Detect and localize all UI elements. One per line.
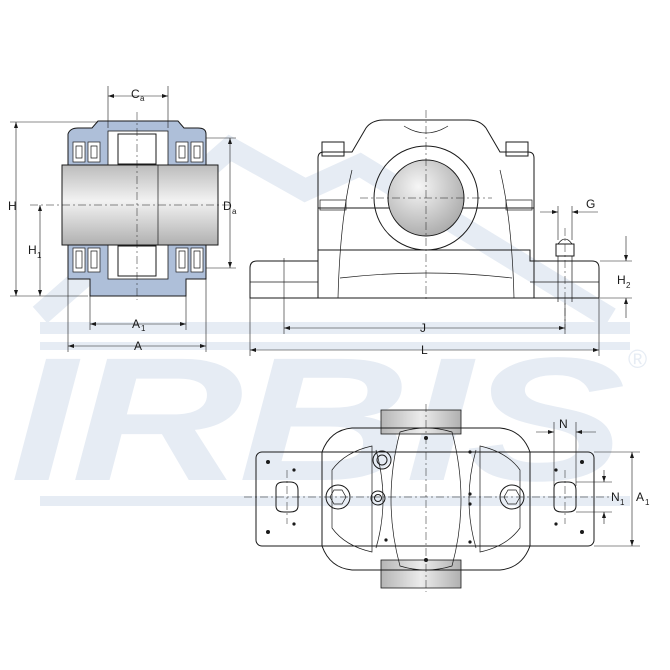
label-N: N — [559, 417, 568, 431]
label-A1-top-sub: 1 — [645, 498, 650, 507]
side-upper-seals — [72, 141, 204, 163]
label-A-side: A — [134, 339, 142, 353]
label-A1-side: A — [132, 317, 140, 331]
registered-mark: ® — [628, 344, 647, 374]
dim-Ca: C a — [107, 86, 169, 128]
watermark-bar-3 — [40, 496, 630, 506]
watermark-brand-text: IRBIS — [10, 322, 624, 518]
dim-A-side: A — [67, 279, 207, 353]
label-H1-sub: 1 — [37, 251, 42, 260]
front-base — [249, 249, 600, 299]
dim-A1-side: A 1 — [89, 296, 187, 333]
top-rib-right — [468, 449, 477, 549]
top-slot-left — [275, 481, 299, 513]
label-Ca: C — [131, 87, 140, 101]
label-Da: D — [223, 199, 232, 213]
top-center-dome — [390, 427, 462, 571]
front-nut-left — [319, 199, 347, 211]
label-H2-sub: 2 — [626, 281, 631, 290]
front-rib-right — [499, 169, 515, 299]
label-H1: H — [28, 243, 37, 257]
dim-A1-top: A 1 — [594, 451, 650, 547]
front-bolt-right — [505, 141, 529, 157]
label-A1-top: A — [636, 490, 644, 504]
top-slot-right — [553, 481, 577, 513]
dim-Da: D a — [206, 137, 237, 269]
top-shaft-lower — [380, 559, 462, 589]
top-cap-right — [479, 445, 521, 553]
top-housing — [321, 427, 531, 571]
top-rib-left — [375, 449, 384, 549]
front-bolt-left — [321, 141, 345, 157]
label-G: G — [586, 197, 595, 211]
top-shaft-upper — [380, 409, 462, 435]
label-A1-side-sub: 1 — [141, 324, 146, 333]
watermark: IRBIS ® — [10, 134, 647, 518]
top-cap-left — [331, 445, 373, 553]
front-rib-left — [337, 169, 353, 299]
front-view: G H 2 J L — [249, 110, 632, 357]
label-H2: H — [617, 273, 626, 287]
dim-N: N — [536, 417, 596, 486]
front-nut-right — [505, 199, 533, 211]
dim-L: L — [249, 298, 600, 357]
label-Da-sub: a — [232, 207, 237, 216]
top-view: N N 1 A 1 — [244, 404, 650, 592]
watermark-bar-2 — [40, 342, 630, 350]
dim-N1: N 1 — [576, 470, 625, 524]
dim-H: H — [8, 121, 98, 297]
side-section-view: C a H H 1 D a — [8, 86, 237, 353]
top-base-plate — [255, 451, 595, 547]
dim-H2: H 2 — [600, 236, 632, 318]
label-H: H — [8, 199, 17, 213]
dim-G: G — [540, 197, 598, 240]
front-body — [317, 119, 535, 298]
label-L: L — [421, 343, 428, 357]
label-N1: N — [611, 490, 620, 504]
side-lower-seals — [72, 247, 204, 273]
top-grease-fitting — [370, 450, 392, 506]
label-Ca-sub: a — [140, 94, 145, 103]
label-J: J — [420, 321, 426, 335]
dim-J: J — [283, 258, 566, 335]
label-N1-sub: 1 — [620, 498, 625, 507]
dim-H1: H 1 — [28, 205, 42, 296]
